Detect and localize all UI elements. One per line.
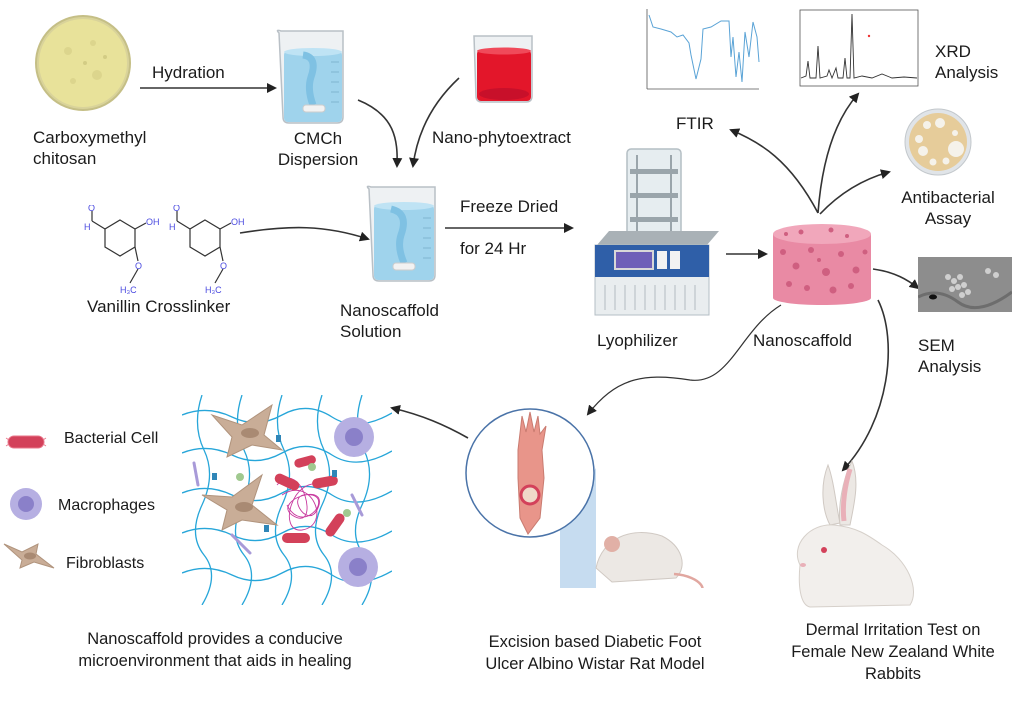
- nanoscaffold-solution-beaker-icon: [366, 185, 436, 282]
- label-nanoscaffold-solution: Nanoscaffold Solution: [340, 301, 439, 341]
- svg-text:H: H: [84, 222, 91, 232]
- microenvironment-illustration: [182, 395, 392, 605]
- label-xrd-analysis: XRD Analysis: [935, 42, 999, 82]
- sem-micrograph-thumbnail: [918, 257, 1012, 312]
- arrow-cmch-to-solution: [357, 99, 403, 168]
- svg-text:H₃C: H₃C: [205, 285, 222, 295]
- atom-o: O: [88, 205, 95, 213]
- label-ftir: FTIR: [676, 114, 714, 133]
- label-nano-phytoextract: Nano-phytoextract: [432, 128, 571, 147]
- svg-text:H: H: [169, 222, 176, 232]
- arrow-extract-to-solution: [409, 77, 460, 168]
- label-cmch-dispersion: CMCh Dispersion: [277, 129, 359, 169]
- arrow-to-xrd: [817, 92, 860, 214]
- nano-phytoextract-beaker-icon: [473, 35, 533, 103]
- label-antibacterial-assay: Antibacterial Assay: [901, 188, 995, 228]
- legend-label-macrophages: Macrophages: [58, 497, 155, 514]
- legend-label-fibroblasts: Fibroblasts: [66, 555, 145, 572]
- arrow-vanillin-to-solution: [239, 226, 370, 242]
- label-nanoscaffold: Nanoscaffold: [753, 331, 852, 350]
- vanillin-molecule-structure: O H OH O H₃C O H OH O H₃C: [84, 205, 245, 295]
- label-freeze-dried: Freeze Dried: [460, 197, 559, 216]
- svg-text:OH: OH: [231, 217, 245, 227]
- label-freeze-duration: for 24 Hr: [460, 239, 527, 258]
- arrow-to-ftir: [729, 128, 819, 214]
- arrow-to-antibacterial: [819, 169, 891, 215]
- caption-rabbit-test: Dermal Irritation Test on Female New Zea…: [791, 621, 995, 683]
- macrophage-icon: [10, 488, 42, 520]
- lyophilizer-icon: [594, 148, 719, 316]
- svg-text:O: O: [220, 261, 227, 271]
- arrow-to-rabbit: [841, 299, 890, 472]
- svg-text:O: O: [173, 205, 180, 213]
- xrd-pattern-thumbnail: [799, 9, 919, 87]
- legend-label-bacterial-cell: Bacterial Cell: [64, 430, 159, 447]
- bacterial-cell-icon: [5, 435, 47, 449]
- fibroblast-icon: [3, 543, 55, 569]
- antibacterial-petri-dish-icon: [904, 108, 972, 176]
- svg-text:OH: OH: [146, 217, 160, 227]
- arrow-to-rat-model: [586, 304, 782, 416]
- label-carboxymethyl-chitosan: Carboxymethyl chitosan: [33, 128, 147, 168]
- svg-text:H₃C: H₃C: [120, 285, 137, 295]
- ftir-spectrum-thumbnail: [646, 9, 760, 90]
- label-vanillin-crosslinker: Vanillin Crosslinker: [87, 297, 231, 316]
- label-lyophilizer: Lyophilizer: [597, 331, 678, 350]
- white-rabbit-illustration: [796, 459, 914, 608]
- cmch-beaker-icon: [276, 29, 344, 124]
- label-sem-analysis: SEM Analysis: [918, 336, 982, 376]
- chitosan-powder-icon: [35, 15, 131, 111]
- arrow-to-microenvironment: [390, 404, 469, 439]
- arrow-to-sem: [872, 268, 920, 290]
- diabetic-foot-rat-model-illustration: [465, 408, 704, 588]
- nanoscaffold-icon: [773, 224, 871, 305]
- caption-microenvironment: Nanoscaffold provides a conducive microe…: [78, 630, 352, 670]
- label-hydration: Hydration: [152, 63, 225, 82]
- caption-rat-model: Excision based Diabetic Foot Ulcer Albin…: [485, 633, 705, 673]
- svg-text:O: O: [135, 261, 142, 271]
